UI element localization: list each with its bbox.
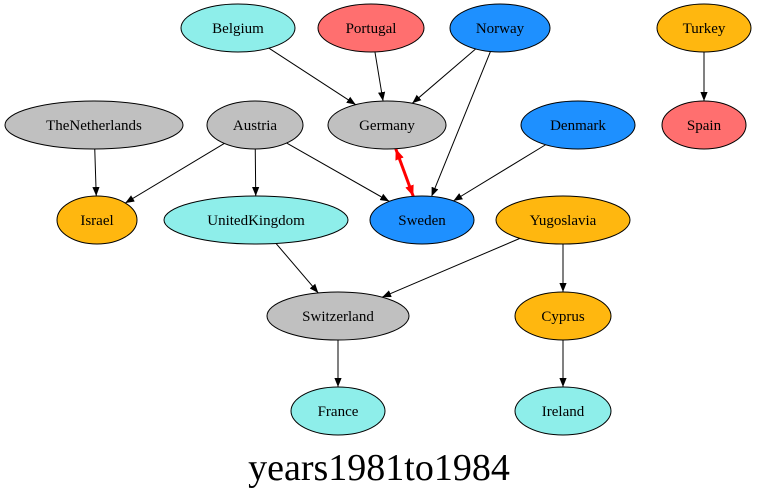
node-shape-france bbox=[290, 386, 386, 436]
node-norway[interactable]: Norway bbox=[449, 3, 551, 53]
node-sweden[interactable]: Sweden bbox=[369, 195, 475, 245]
node-shape-thenetherlands bbox=[4, 100, 184, 150]
edge-portugal-to-germany bbox=[374, 51, 386, 102]
node-shape-denmark bbox=[520, 100, 636, 150]
node-germany[interactable]: Germany bbox=[327, 100, 447, 150]
graph-title: years1981to1984 bbox=[248, 447, 510, 489]
edge-norway-to-germany bbox=[411, 48, 476, 104]
node-cyprus[interactable]: Cyprus bbox=[514, 291, 612, 341]
node-shape-yugoslavia bbox=[495, 195, 631, 245]
node-shape-turkey bbox=[656, 3, 752, 53]
node-label-turkey: Turkey bbox=[683, 21, 726, 37]
node-austria[interactable]: Austria bbox=[206, 100, 304, 150]
node-shape-unitedkingdom bbox=[163, 195, 349, 245]
node-shape-ireland bbox=[514, 386, 612, 436]
node-label-switzerland: Switzerland bbox=[302, 309, 374, 325]
node-shape-switzerland bbox=[266, 291, 410, 341]
node-label-denmark: Denmark bbox=[550, 118, 606, 134]
node-shape-sweden bbox=[369, 195, 475, 245]
node-label-austria: Austria bbox=[233, 118, 278, 134]
node-shape-spain bbox=[661, 100, 747, 150]
node-spain[interactable]: Spain bbox=[661, 100, 747, 150]
edge-yugoslavia-to-switzerland bbox=[381, 237, 521, 298]
node-shape-austria bbox=[206, 100, 304, 150]
edge-austria-to-sweden bbox=[286, 142, 390, 202]
node-shape-portugal bbox=[317, 3, 425, 53]
node-label-thenetherlands: TheNetherlands bbox=[46, 118, 142, 134]
node-shape-norway bbox=[449, 3, 551, 53]
node-label-portugal: Portugal bbox=[346, 21, 397, 37]
edges-layer bbox=[92, 47, 708, 387]
node-thenetherlands[interactable]: TheNetherlands bbox=[4, 100, 184, 150]
node-shape-germany bbox=[327, 100, 447, 150]
edge-denmark-to-sweden bbox=[453, 144, 546, 202]
edge-austria-to-israel bbox=[124, 143, 225, 204]
node-label-israel: Israel bbox=[80, 213, 113, 229]
node-israel[interactable]: Israel bbox=[56, 195, 138, 245]
edge-belgium-to-germany bbox=[268, 47, 357, 106]
node-label-belgium: Belgium bbox=[212, 21, 264, 37]
node-label-ireland: Ireland bbox=[542, 404, 585, 420]
node-shape-belgium bbox=[180, 3, 296, 53]
node-unitedkingdom[interactable]: UnitedKingdom bbox=[163, 195, 349, 245]
node-label-cyprus: Cyprus bbox=[541, 309, 585, 325]
node-belgium[interactable]: Belgium bbox=[180, 3, 296, 53]
node-turkey[interactable]: Turkey bbox=[656, 3, 752, 53]
node-label-norway: Norway bbox=[476, 21, 525, 37]
node-label-yugoslavia: Yugoslavia bbox=[530, 213, 597, 229]
edge-unitedkingdom-to-switzerland bbox=[275, 243, 319, 294]
node-france[interactable]: France bbox=[290, 386, 386, 436]
node-shape-israel bbox=[56, 195, 138, 245]
node-switzerland[interactable]: Switzerland bbox=[266, 291, 410, 341]
nodes-layer: Belgium Portugal Norway TurkeyTheNetherland… bbox=[4, 3, 752, 436]
node-label-france: France bbox=[318, 404, 359, 420]
node-label-spain: Spain bbox=[687, 118, 722, 134]
node-denmark[interactable]: Denmark bbox=[520, 100, 636, 150]
edge-norway-to-sweden bbox=[431, 51, 491, 197]
node-label-unitedkingdom: UnitedKingdom bbox=[207, 213, 305, 229]
node-shape-cyprus bbox=[514, 291, 612, 341]
node-ireland[interactable]: Ireland bbox=[514, 386, 612, 436]
edge-germany-to-sweden bbox=[394, 148, 415, 197]
node-label-sweden: Sweden bbox=[398, 213, 446, 229]
node-label-germany: Germany bbox=[359, 118, 415, 134]
node-yugoslavia[interactable]: Yugoslavia bbox=[495, 195, 631, 245]
node-portugal[interactable]: Portugal bbox=[317, 3, 425, 53]
edge-thenetherlands-to-israel bbox=[92, 148, 100, 197]
